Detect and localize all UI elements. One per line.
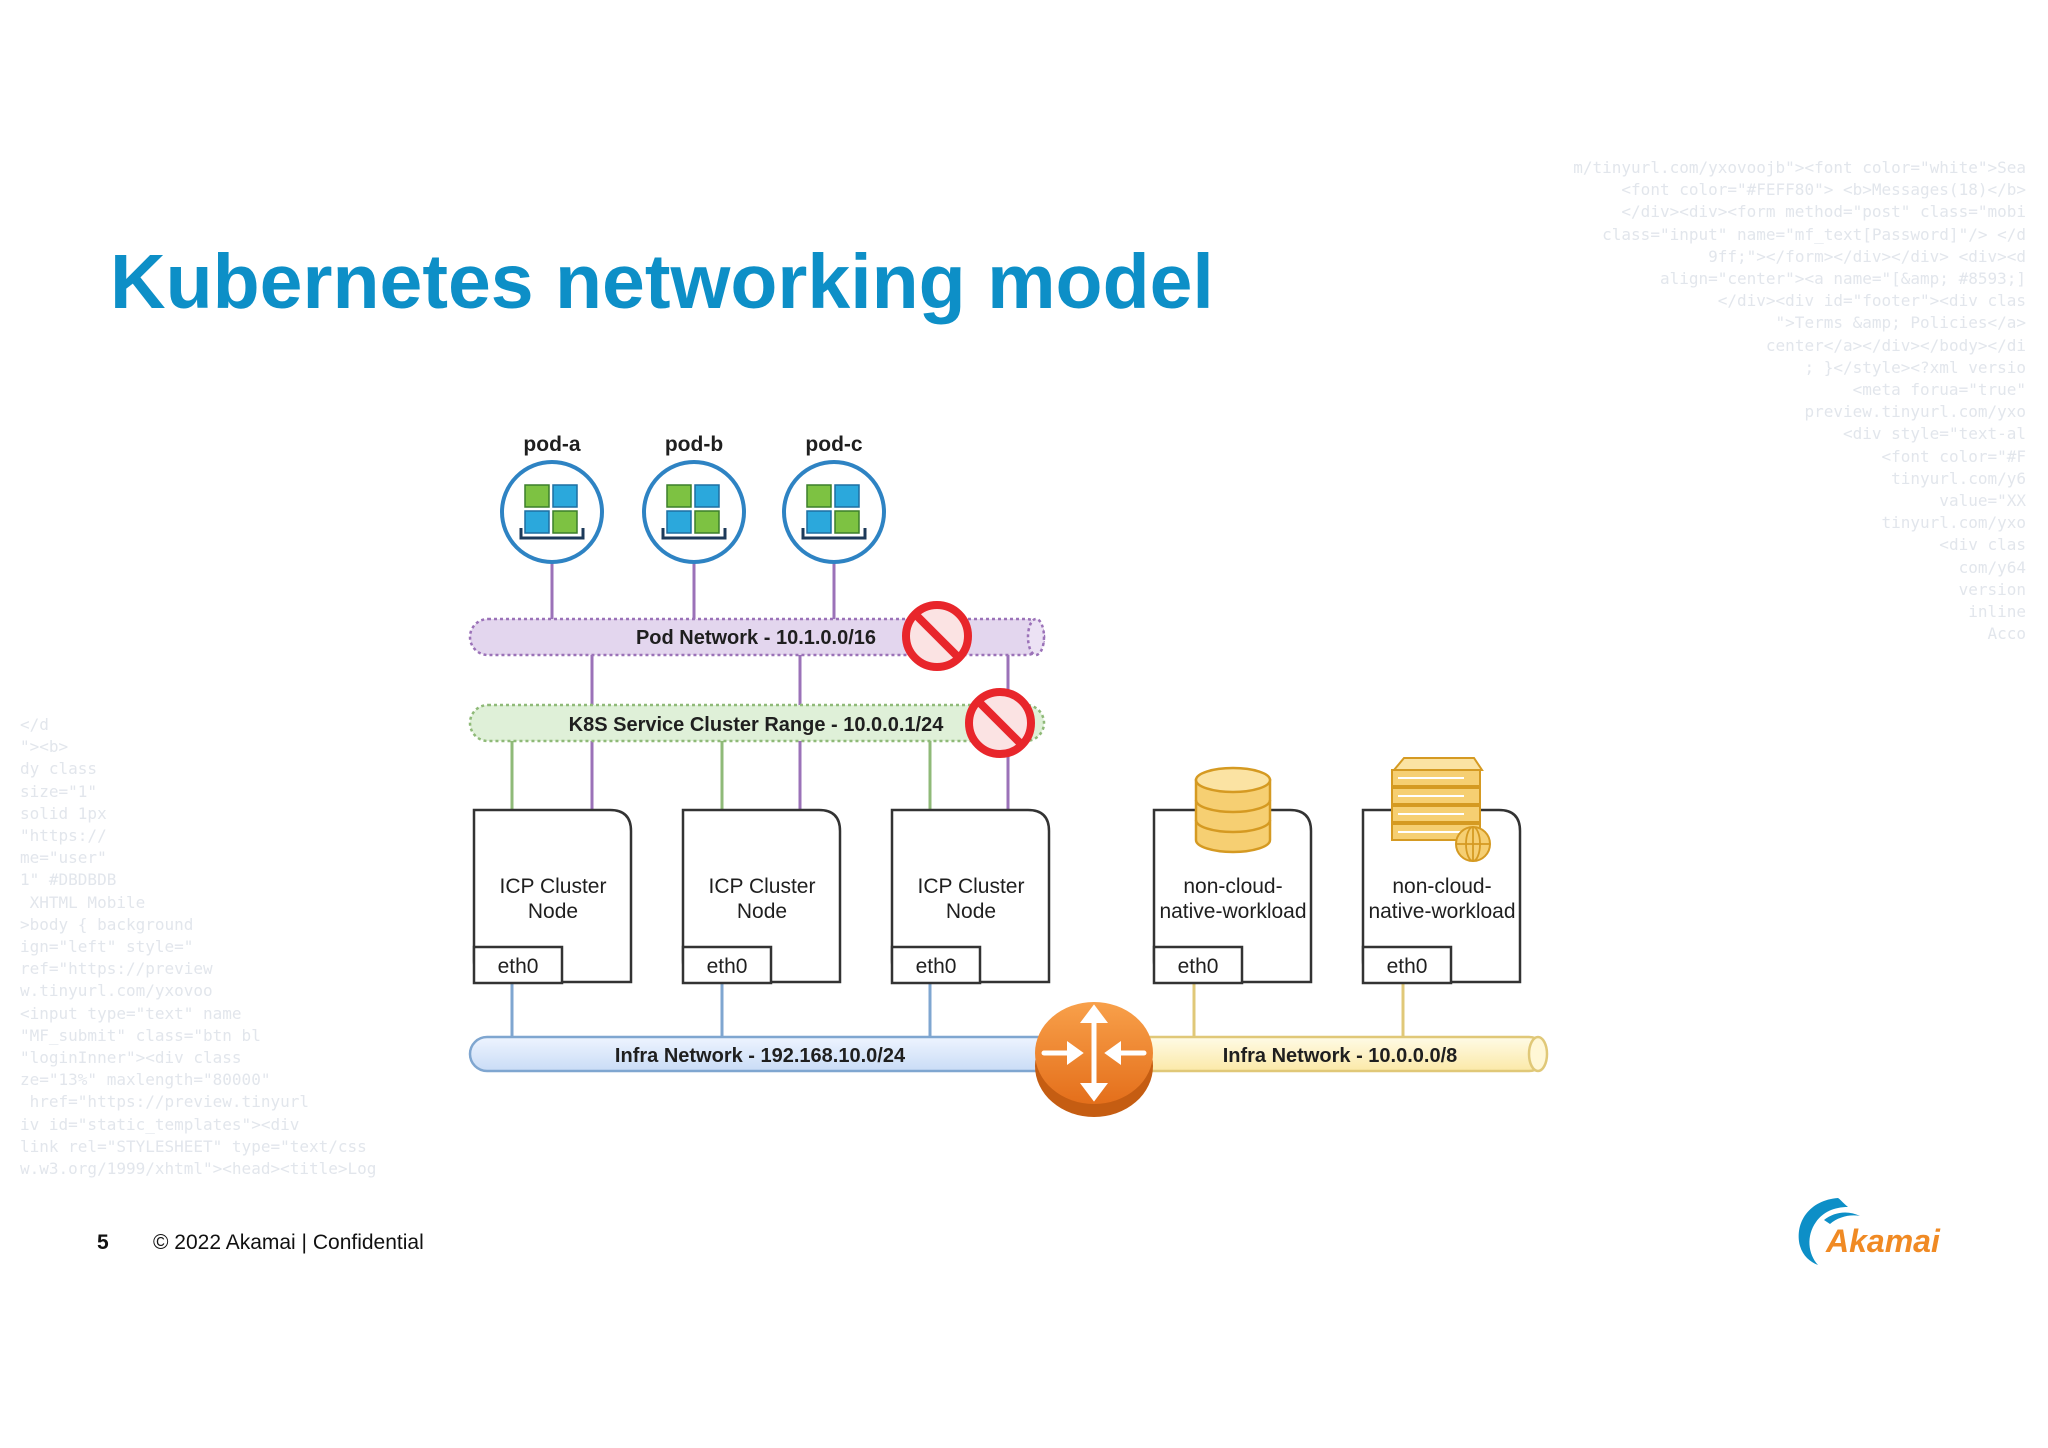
- workload-label: non-cloud-: [1183, 875, 1282, 898]
- node-label: Node: [737, 900, 787, 923]
- pod-connectors: [550, 562, 836, 620]
- no-entry-icon: [902, 601, 972, 671]
- router-icon: [1035, 1002, 1153, 1117]
- pod-label: pod-a: [523, 433, 580, 456]
- no-entry-icon: [965, 688, 1035, 758]
- eth0-interface: eth0: [707, 955, 748, 978]
- server-globe-icon: [1391, 757, 1491, 862]
- infra-network-left: Infra Network - 192.168.10.0/24: [468, 1035, 1076, 1073]
- database-icon: [1194, 766, 1272, 854]
- cluster-node: ICP Cluster Node eth0: [681, 808, 842, 985]
- infra-network-right-label: Infra Network - 10.0.0.0/8: [1223, 1045, 1458, 1067]
- pod-a: pod-a: [500, 433, 604, 564]
- eth0-interface: eth0: [498, 955, 539, 978]
- container-icon: [519, 484, 585, 540]
- infra-network-right: Infra Network - 10.0.0.0/8: [1098, 1035, 1549, 1073]
- service-range-bar: K8S Service Cluster Range - 10.0.0.1/24: [468, 703, 1046, 743]
- pod-c: pod-c: [782, 433, 886, 564]
- pod-label: pod-c: [805, 433, 862, 456]
- workload-label: native-workload: [1368, 900, 1515, 923]
- infra-connectors-left: [510, 982, 932, 1036]
- background-code-texture: </d "><b> dy class size="1" solid 1px "h…: [20, 715, 377, 1179]
- node-label: ICP Cluster: [709, 875, 816, 898]
- footer-copyright: © 2022 Akamai | Confidential: [153, 1231, 424, 1254]
- pod-network-label: Pod Network - 10.1.0.0/16: [636, 627, 876, 649]
- workload-node: non-cloud- native-workload eth0: [1152, 808, 1313, 985]
- node-label: Node: [946, 900, 996, 923]
- page-number: 5: [97, 1231, 109, 1254]
- workload-label: non-cloud-: [1392, 875, 1491, 898]
- node-label: ICP Cluster: [918, 875, 1025, 898]
- eth0-interface: eth0: [1178, 955, 1219, 978]
- cluster-node: ICP Cluster Node eth0: [472, 808, 633, 985]
- workload-label: native-workload: [1159, 900, 1306, 923]
- infra-network-left-label: Infra Network - 192.168.10.0/24: [615, 1045, 906, 1067]
- node-label: ICP Cluster: [500, 875, 607, 898]
- infra-connectors-right: [1192, 982, 1405, 1036]
- service-range-label: K8S Service Cluster Range - 10.0.0.1/24: [569, 714, 945, 736]
- cluster-node: ICP Cluster Node eth0: [890, 808, 1051, 985]
- pod-label: pod-b: [665, 433, 723, 456]
- logo-text: Akamai: [1825, 1223, 1941, 1259]
- container-icon: [661, 484, 727, 540]
- akamai-logo: Akamai: [1798, 1198, 1941, 1265]
- pod-network-bar: Pod Network - 10.1.0.0/16: [468, 617, 1046, 657]
- service-range-connectors: [510, 740, 932, 810]
- eth0-interface: eth0: [1387, 955, 1428, 978]
- container-icon: [801, 484, 867, 540]
- slide-title: Kubernetes networking model: [110, 239, 1214, 325]
- node-label: Node: [528, 900, 578, 923]
- pod-b: pod-b: [642, 433, 746, 564]
- background-code-texture: m/tinyurl.com/yxovoojb"><font color="whi…: [1573, 158, 2026, 644]
- eth0-interface: eth0: [916, 955, 957, 978]
